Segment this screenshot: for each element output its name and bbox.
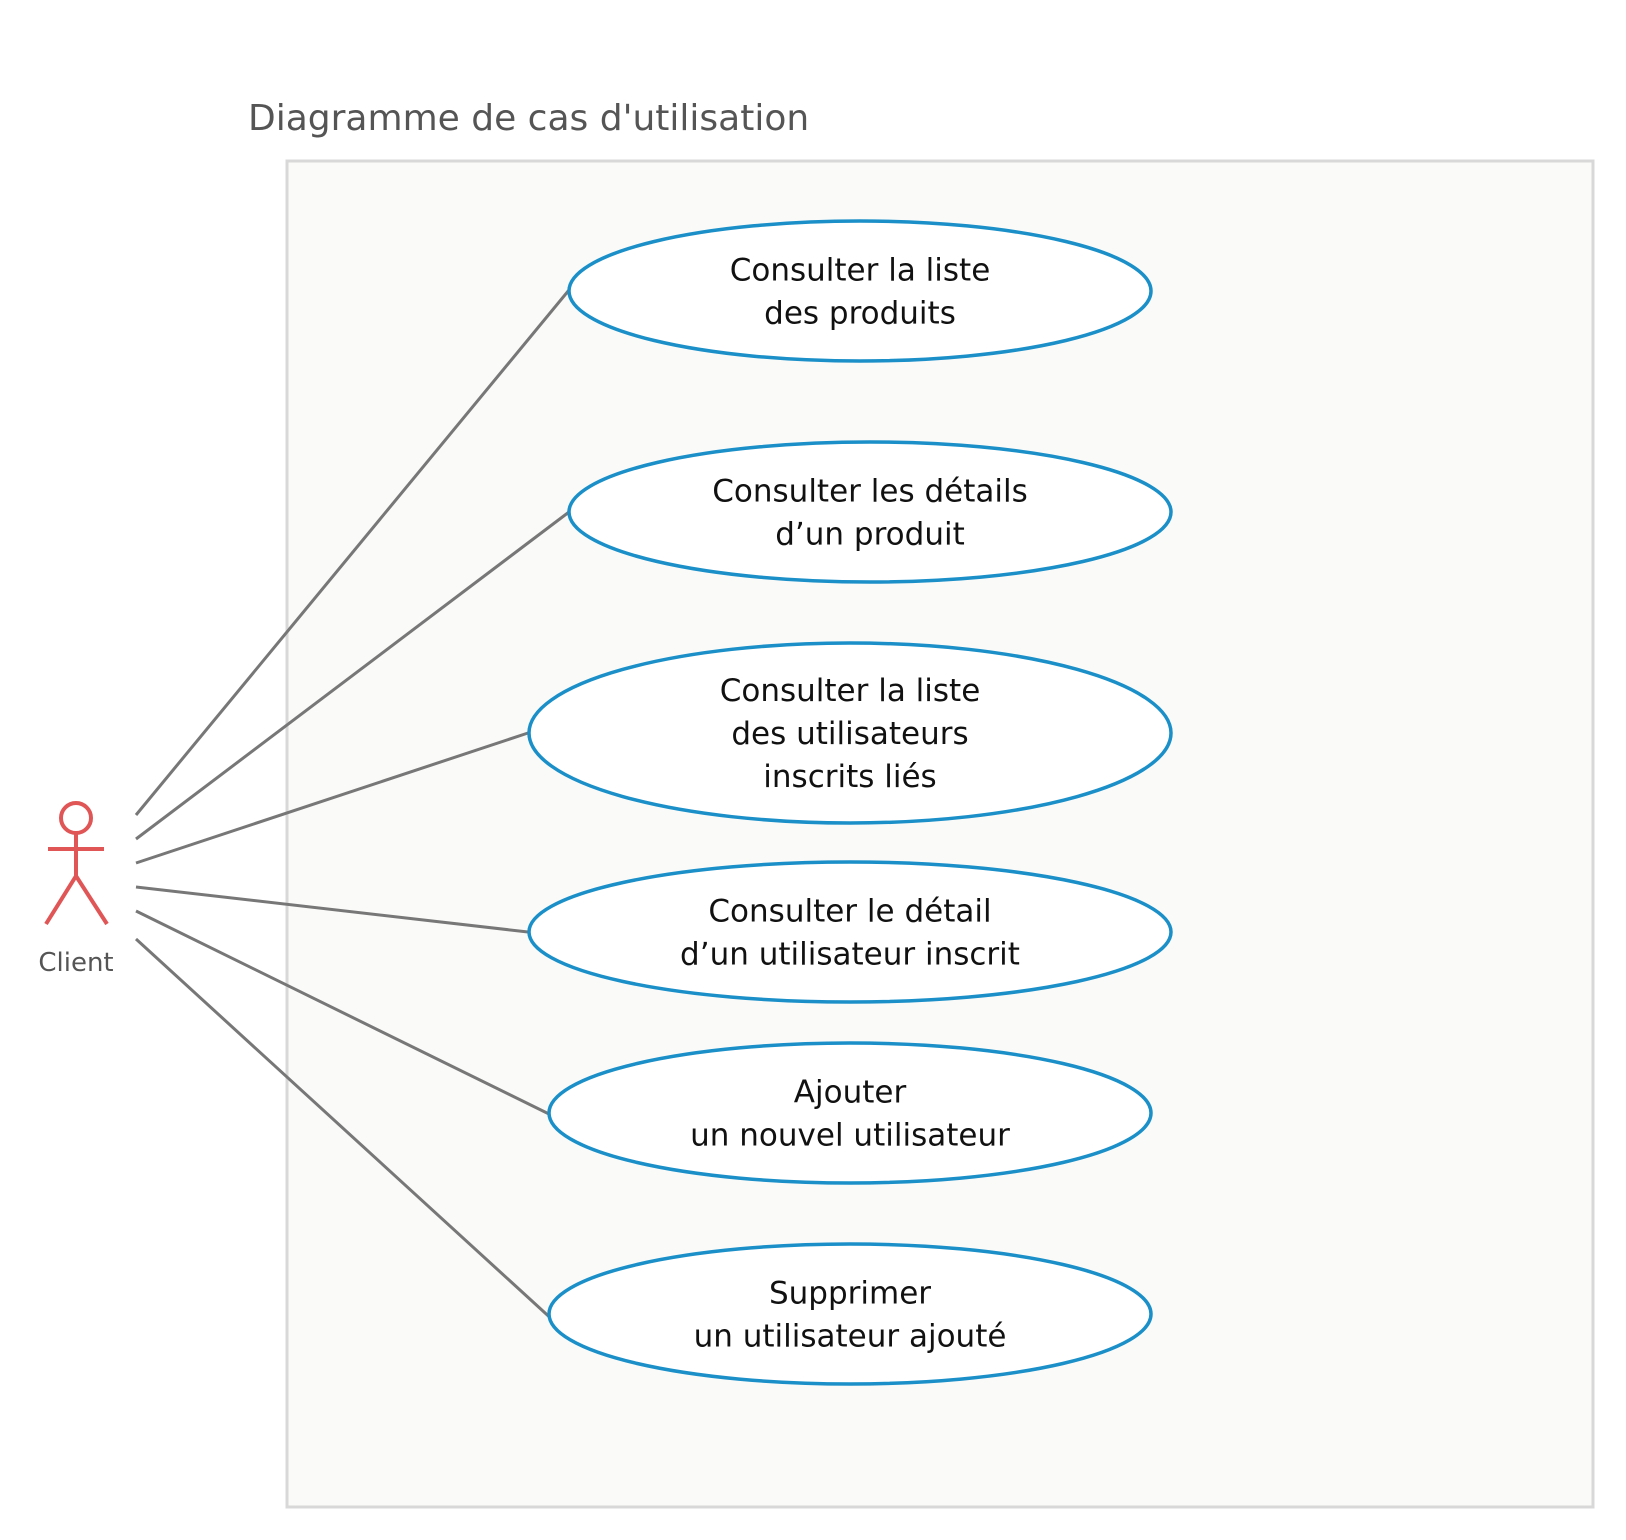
use-case-ellipse	[547, 1041, 1153, 1185]
association-line	[134, 289, 571, 816]
actor-label: Client	[38, 948, 113, 978]
association-line	[135, 731, 529, 865]
use-case-label: un utilisateur ajouté	[694, 1319, 1007, 1355]
associations	[134, 289, 581, 1346]
association-line	[135, 510, 570, 841]
use-case-ellipse	[567, 440, 1173, 584]
association-line	[135, 909, 550, 1116]
use-case-label: Consulter la liste	[730, 253, 991, 289]
stick-figure-icon	[44, 801, 109, 926]
use-case-ellipse	[547, 1242, 1153, 1386]
use-case[interactable]: Consulter la liste des utilisateurs inscri…	[527, 641, 1173, 825]
use-case-label: Ajouter	[794, 1075, 907, 1111]
use-case-label: Consulter la liste	[720, 673, 981, 709]
use-case-label: Consulter le détail	[708, 894, 991, 930]
use-case[interactable]: Ajouter un nouvel utilisateur	[547, 1041, 1153, 1185]
use-case-label: un nouvel utilisateur	[690, 1118, 1010, 1154]
use-case-ellipse	[567, 219, 1153, 363]
use-case-label: d’un utilisateur inscrit	[680, 937, 1020, 973]
use-case-label: des produits	[764, 296, 956, 332]
use-case[interactable]: Supprimer un utilisateur ajouté	[547, 1242, 1153, 1386]
actor-client[interactable]: Client	[38, 801, 114, 978]
diagram-title: Diagramme de cas d'utilisation	[248, 98, 810, 139]
use-case-ellipse	[527, 860, 1173, 1004]
use-case-label: Consulter les détails	[712, 474, 1027, 510]
association-line	[134, 937, 581, 1346]
use-case[interactable]: Consulter la liste des produits	[567, 219, 1153, 363]
use-case[interactable]: Consulter le détail d’un utilisateur insc…	[527, 860, 1173, 1004]
use-case-ellipse	[527, 641, 1173, 825]
use-case-label: des utilisateurs	[731, 716, 968, 752]
association-line	[135, 885, 529, 934]
use-case-label: inscrits liés	[763, 759, 936, 795]
use-case-label: d’un produit	[775, 517, 964, 553]
use-case-label: Supprimer	[769, 1276, 931, 1312]
use-case[interactable]: Consulter les détails d’un produit	[567, 440, 1173, 584]
